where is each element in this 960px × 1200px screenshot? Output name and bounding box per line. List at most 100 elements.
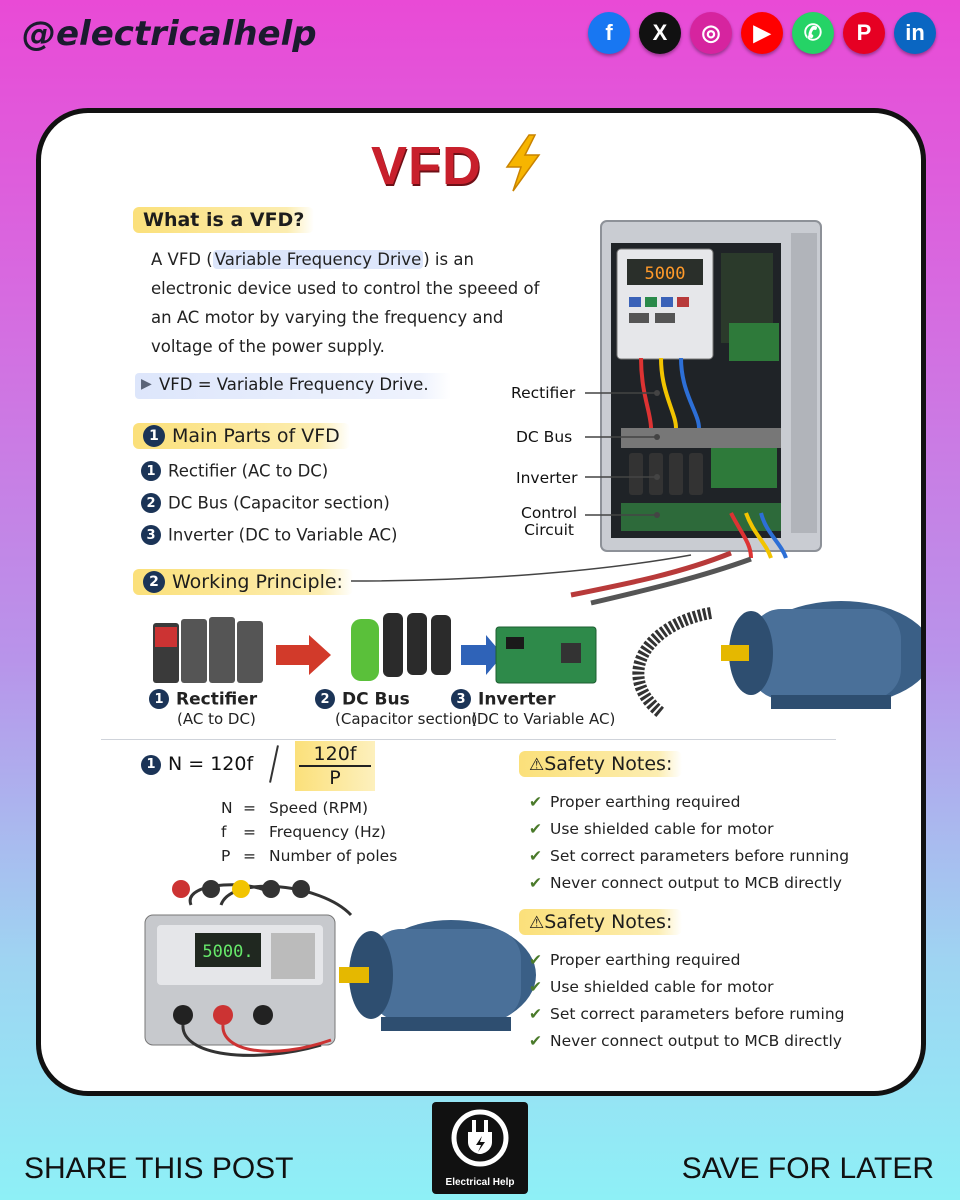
safety-item-text: Never connect output to MCB directly <box>550 1032 842 1050</box>
x-icon[interactable]: X <box>639 12 681 54</box>
number-badge: 1 <box>141 461 161 481</box>
safety-item-text: Use shielded cable for motor <box>550 978 774 996</box>
what-line1-post: ) is an <box>423 250 474 269</box>
facebook-icon[interactable]: f <box>588 12 630 54</box>
safety-item: ✔Proper earthing required <box>529 793 740 811</box>
motor-icon <box>721 601 921 709</box>
legend-equals: = <box>243 823 256 841</box>
dc-bus-icon <box>351 613 451 681</box>
share-post-text[interactable]: SHARE THIS POST <box>24 1152 294 1185</box>
check-icon: ✔ <box>529 978 542 996</box>
check-icon: ✔ <box>529 1005 542 1023</box>
stage-title: DC Bus <box>342 689 410 710</box>
callout-control-circuit: Control Circuit <box>521 505 577 539</box>
pinterest-icon[interactable]: P <box>843 12 885 54</box>
logo-text: Electrical Help <box>445 1177 515 1188</box>
safety-item-text: Set correct parameters before running <box>550 847 850 865</box>
warning-icon: ⚠ <box>529 755 545 775</box>
check-icon: ✔ <box>529 951 542 969</box>
safety-heading-text: Safety Notes: <box>544 911 673 933</box>
play-arrow-icon: ▶ <box>141 376 152 392</box>
legend-symbol: N <box>221 799 233 817</box>
safety-item: ✔ Never connect output to MCB directly <box>529 874 842 892</box>
brand-logo: Electrical Help <box>432 1102 528 1194</box>
divider <box>101 739 836 740</box>
safety-item-text: Never connect output to MCB directly <box>550 874 842 892</box>
check-icon: ✔ <box>529 820 542 838</box>
callout-dc-bus: DC Bus <box>516 428 573 446</box>
safety-item: ✔ Use shielded cable for motor <box>529 978 773 996</box>
check-icon: ✔ <box>529 874 542 892</box>
number-badge: 3 <box>451 689 471 709</box>
process-illustration <box>153 601 921 718</box>
legend-desc: Speed (RPM) <box>269 799 369 817</box>
callout-inverter: Inverter <box>516 469 578 487</box>
number-badge: 1 <box>141 754 161 775</box>
safety-item: ✔ Set correct parameters before running <box>529 847 849 865</box>
what-heading-text: What is a VFD? <box>143 209 305 231</box>
parts-item: 1 Rectifier (AC to DC) <box>141 461 328 481</box>
brand-handle: @electricalhelp <box>22 14 317 54</box>
parts-item-label: Rectifier (AC to DC) <box>168 461 329 481</box>
what-heading: What is a VFD? <box>133 207 315 233</box>
vfd-meter-motor-illustration: 5000. <box>144 880 536 1057</box>
whatsapp-icon[interactable]: ✆ <box>792 12 834 54</box>
instagram-icon[interactable]: ◎ <box>690 12 732 54</box>
callout-rectifier: Rectifier <box>511 384 576 402</box>
what-line2: electronic device used to control the sp… <box>151 279 540 298</box>
legend-desc: Frequency (Hz) <box>269 823 386 841</box>
fraction-denominator: P <box>329 767 341 789</box>
save-for-later-text[interactable]: SAVE FOR LATER <box>681 1152 934 1185</box>
number-badge: 2 <box>315 689 335 709</box>
safety-item-text: Use shielded cable for motor <box>550 820 774 838</box>
warning-icon: ⚠ <box>529 913 545 933</box>
number-badge: 2 <box>141 493 161 513</box>
stage-sub: (AC to DC) <box>177 709 256 728</box>
fraction-numerator: 120f <box>299 743 371 767</box>
abbrev-row: ▶ VFD = Variable Frequency Drive. <box>135 373 451 399</box>
callout-control-line2: Circuit <box>524 521 574 539</box>
rectifier-icon <box>153 617 263 683</box>
parts-item: 2 DC Bus (Capacitor section) <box>141 493 390 513</box>
formula-slash <box>269 745 279 783</box>
page-title: VFD <box>371 136 482 196</box>
stage-title: Rectifier <box>176 689 258 710</box>
legend-equals: = <box>243 799 256 817</box>
check-icon: ✔ <box>529 793 542 811</box>
safety-heading-1: ⚠Safety Notes: <box>519 751 683 777</box>
callout-lines <box>585 390 660 518</box>
content-card: VFD What is a VFD? A VFD (Variable Frequ… <box>36 108 926 1096</box>
legend-equals: = <box>243 847 256 865</box>
check-icon: ✔ <box>529 847 542 865</box>
safety-item: ✔ Set correct parameters before ruming <box>529 1005 845 1023</box>
safety-item: ✔ Proper earthing required <box>529 951 740 969</box>
safety-heading-text: Safety Notes: <box>544 753 673 775</box>
number-badge: 1 <box>143 425 165 447</box>
formula-fraction: 120f P <box>295 741 375 791</box>
meter-display: 5000. <box>202 942 253 962</box>
check-icon: ✔ <box>529 1032 542 1050</box>
legend-row: P=Number of poles <box>221 847 397 865</box>
safety-item-text: Set correct parameters before ruming <box>550 1005 845 1023</box>
legend-symbol: f <box>221 823 227 841</box>
drive-display: 5000 <box>645 264 686 284</box>
safety-item-text: Proper earthing required <box>550 951 741 969</box>
safety-item: ✔ Never connect output to MCB directly <box>529 1032 842 1050</box>
formula-lhs: N = 120f <box>168 753 254 775</box>
stage-sub: (Capacitor section) <box>335 709 478 728</box>
parts-item-label: Inverter (DC to Variable AC) <box>168 525 398 545</box>
linkedin-icon[interactable]: in <box>894 12 936 54</box>
speed-formula: 1 N = 120f <box>141 753 253 775</box>
vfd-drive-illustration: 5000 <box>600 220 822 559</box>
plug-icon <box>451 1109 509 1167</box>
number-badge: 2 <box>143 571 165 593</box>
legend-row: N = Speed (RPM) <box>221 799 368 817</box>
youtube-icon[interactable]: ▶ <box>741 12 783 54</box>
cable-line <box>351 550 752 606</box>
parts-item-label: DC Bus (Capacitor section) <box>168 493 390 513</box>
lightning-bolt-icon <box>505 134 541 192</box>
